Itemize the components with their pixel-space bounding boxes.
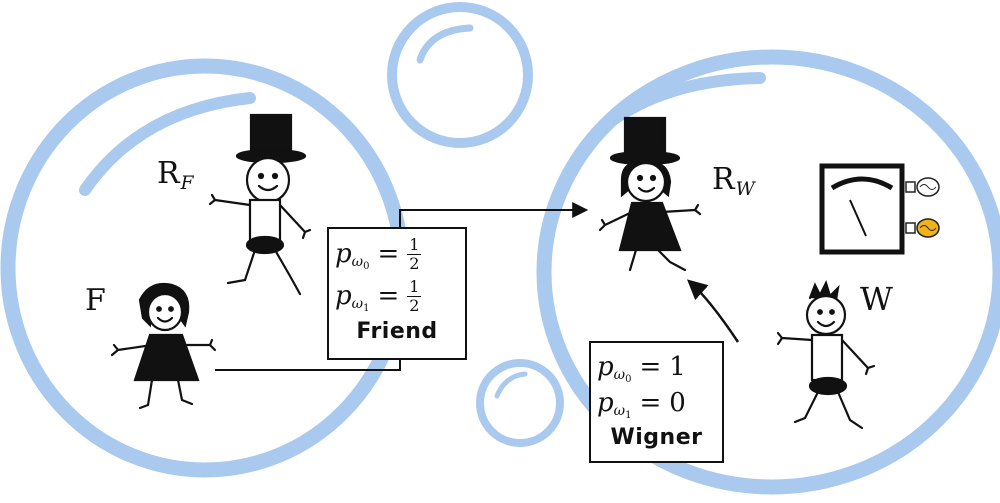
top-hat-figure-rw bbox=[600, 118, 700, 270]
numerator: 1 bbox=[407, 279, 421, 297]
wigner-probability-box: p ω0 = 1 p ω1 = 0 Wigner bbox=[589, 341, 724, 463]
prob-subscript: ω0 bbox=[352, 255, 370, 269]
omega: ω bbox=[614, 403, 625, 419]
denominator: 2 bbox=[407, 255, 421, 272]
prob-subscript: ω1 bbox=[352, 297, 370, 311]
numerator: 1 bbox=[407, 237, 421, 255]
light-bulb-on-icon bbox=[906, 219, 939, 237]
denominator: 2 bbox=[407, 297, 421, 314]
label-rw-main: R bbox=[712, 162, 735, 197]
small-bubble bbox=[480, 363, 560, 443]
equals-sign: = bbox=[377, 241, 399, 267]
friend-caption: Friend bbox=[335, 319, 459, 344]
wigner-eq-0: p ω0 = 1 bbox=[597, 349, 716, 385]
label-w: W bbox=[860, 283, 893, 315]
omega-index: 1 bbox=[625, 410, 631, 421]
equals-sign: = bbox=[377, 283, 399, 309]
omega-index: 0 bbox=[625, 374, 631, 385]
omega-index: 1 bbox=[363, 303, 369, 314]
prob-value: 1 bbox=[669, 354, 686, 380]
label-rw: RW bbox=[712, 165, 755, 195]
prob-symbol: p bbox=[335, 283, 352, 309]
prob-value: 0 bbox=[669, 390, 686, 416]
light-bulb-off-icon bbox=[906, 178, 939, 196]
omega: ω bbox=[614, 367, 625, 383]
prob-symbol: p bbox=[597, 354, 614, 380]
wigner-eq-1: p ω1 = 0 bbox=[597, 385, 716, 421]
label-rf-sub: F bbox=[181, 173, 194, 194]
measurement-meter-icon bbox=[822, 166, 902, 252]
label-rw-sub: W bbox=[736, 179, 755, 200]
top-hat-figure-rf bbox=[210, 115, 310, 294]
label-rf-main: R bbox=[157, 156, 180, 191]
prob-subscript: ω1 bbox=[614, 404, 632, 418]
omega-index: 0 bbox=[363, 261, 369, 272]
equals-sign: = bbox=[639, 354, 661, 380]
equals-sign: = bbox=[639, 390, 661, 416]
omega: ω bbox=[352, 254, 363, 270]
prob-symbol: p bbox=[335, 241, 352, 267]
prob-symbol: p bbox=[597, 390, 614, 416]
top-bubble bbox=[392, 7, 528, 143]
wigner-caption: Wigner bbox=[597, 425, 716, 450]
omega: ω bbox=[352, 296, 363, 312]
label-f-text: F bbox=[85, 283, 106, 318]
w-to-rw-arrow bbox=[690, 282, 738, 342]
label-w-text: W bbox=[860, 280, 893, 318]
girl-figure-f bbox=[112, 284, 215, 408]
prob-subscript: ω0 bbox=[614, 368, 632, 382]
label-rf: RF bbox=[157, 159, 194, 189]
label-f: F bbox=[85, 286, 106, 316]
